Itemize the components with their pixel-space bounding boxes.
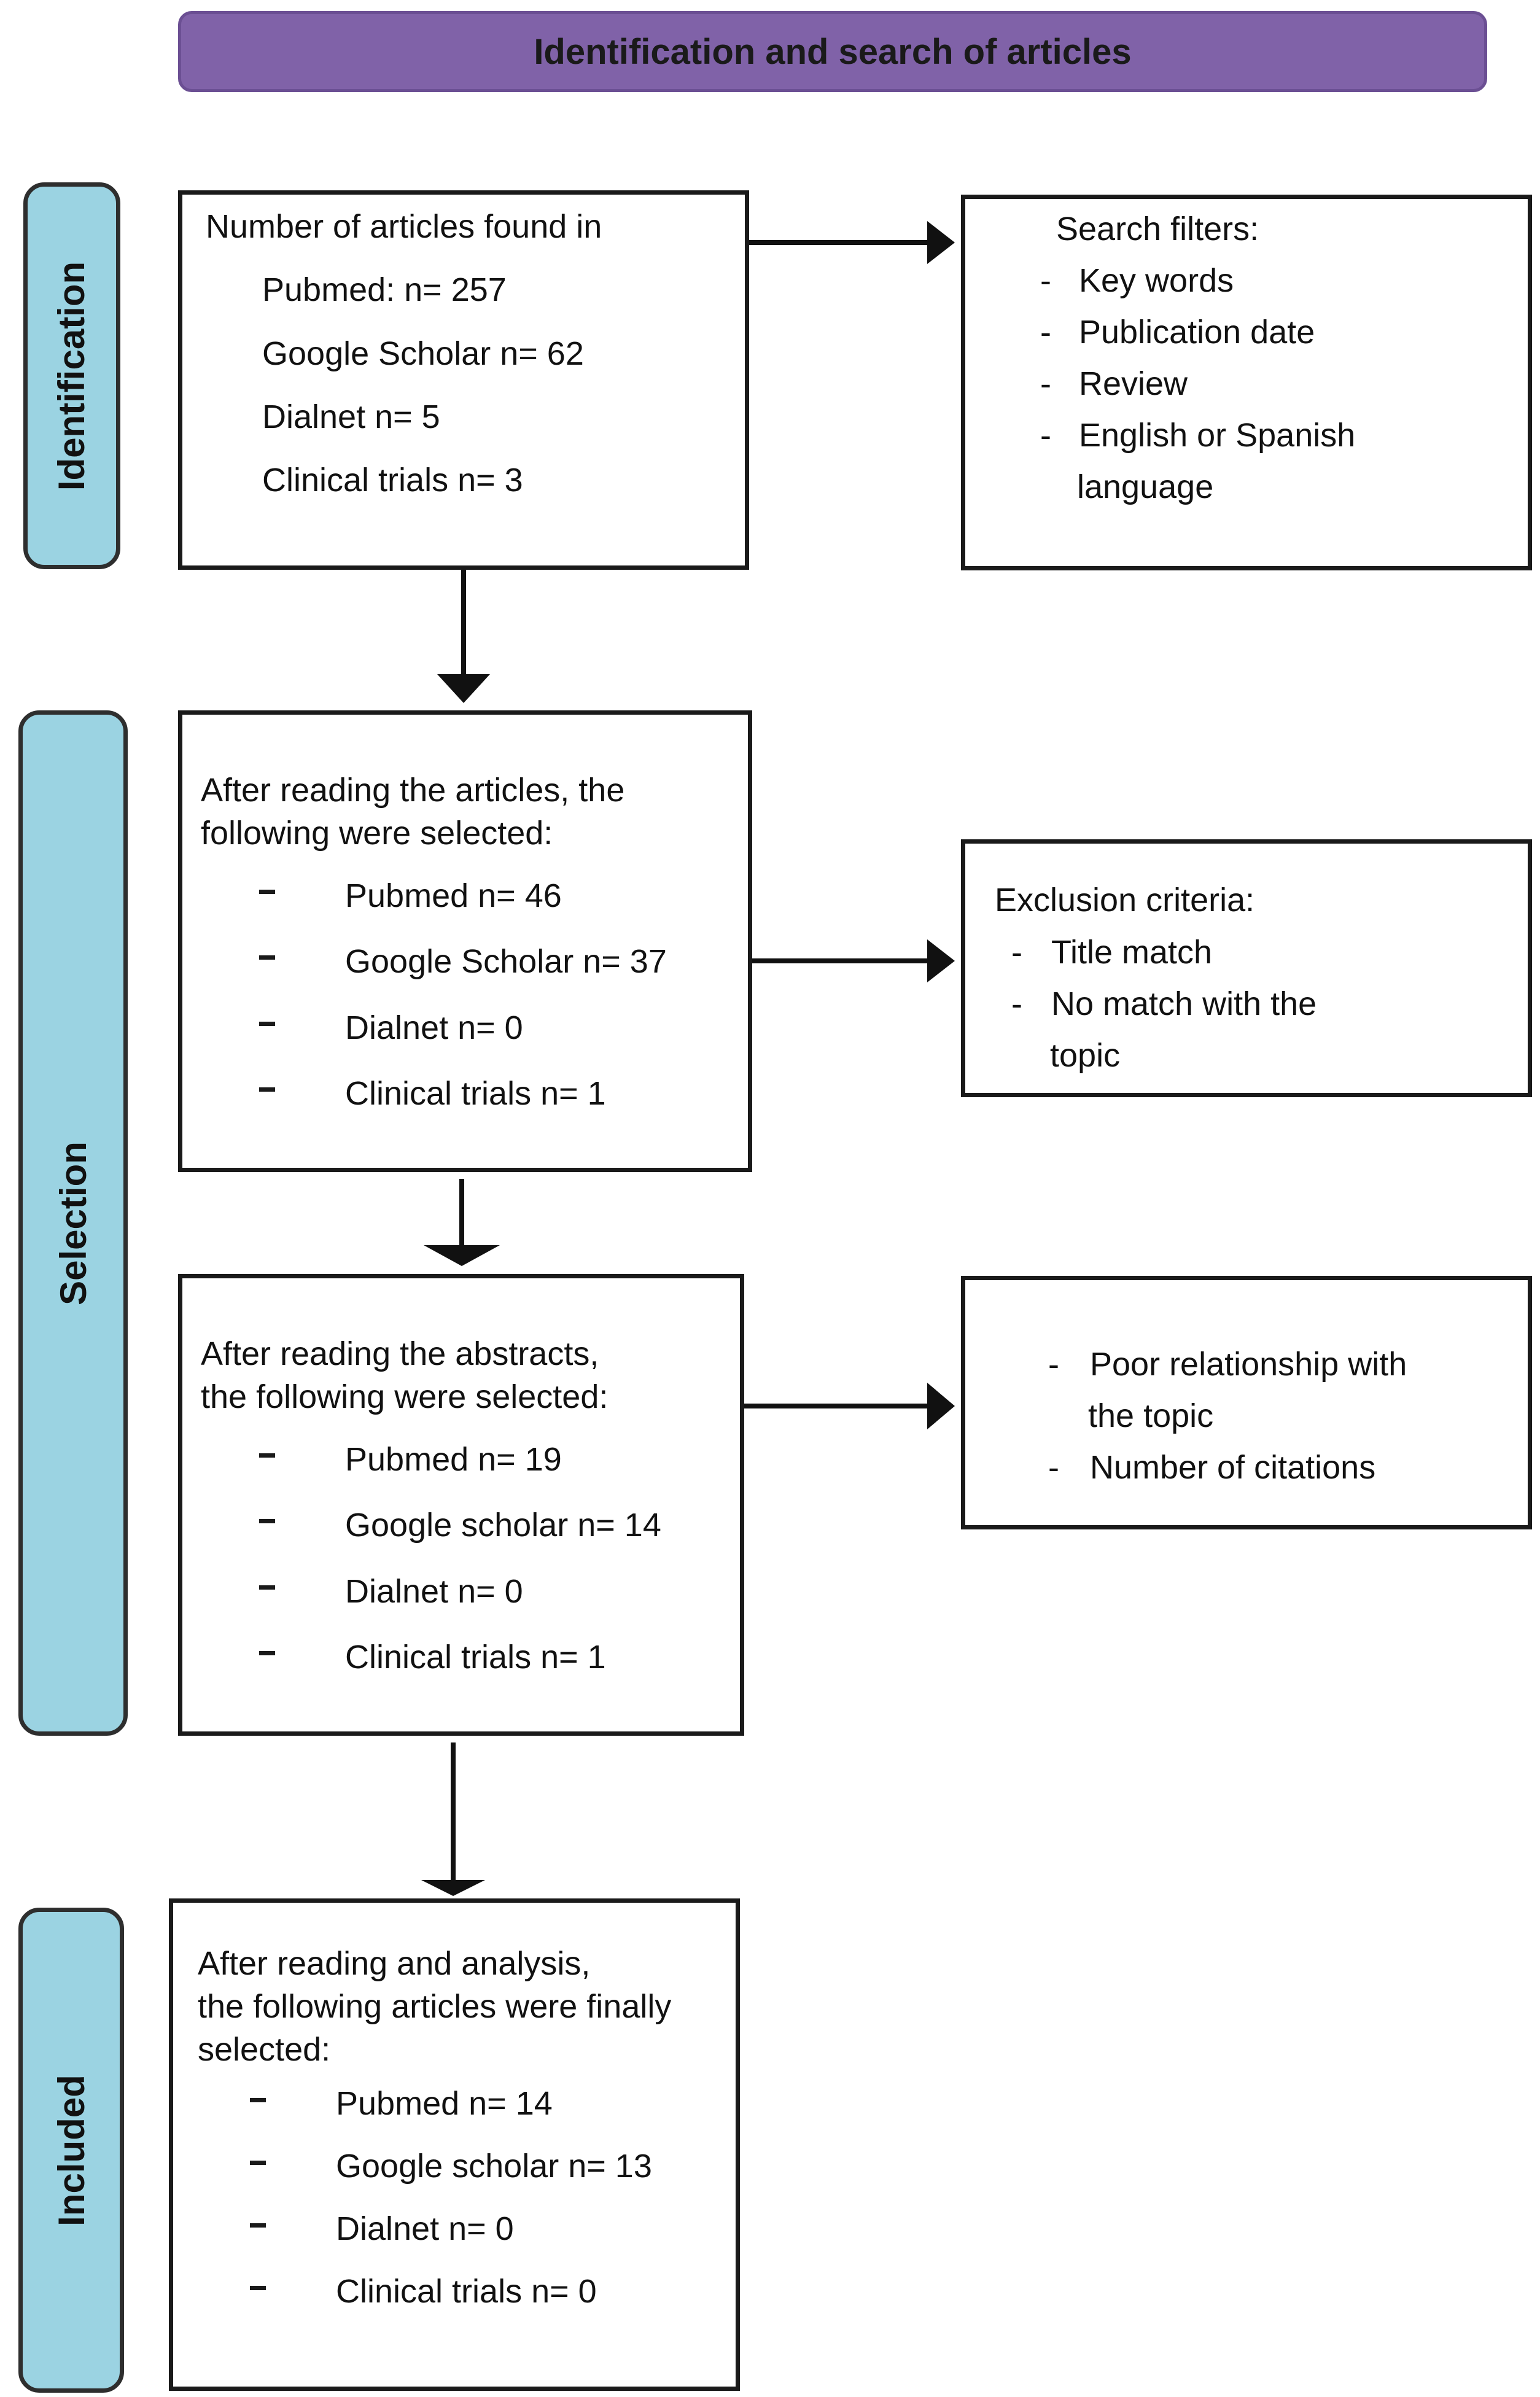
list-item: Key words [1079, 262, 1234, 299]
bullet-dash: - [1040, 262, 1051, 299]
list-item: English or Spanish [1079, 417, 1356, 454]
list-item: Google Scholar n= 37 [345, 943, 667, 980]
list-item: Clinical trials n= 1 [345, 1075, 606, 1112]
list-item: Clinical trials n= 3 [262, 462, 523, 499]
search-filters-box: Search filters: - Key words - Publicatio… [961, 195, 1532, 570]
list-item: Review [1079, 365, 1188, 402]
bullet-dash: - [1040, 417, 1051, 454]
list-item: Title match [1051, 934, 1213, 971]
box-text-line: the following were selected: [201, 1378, 609, 1415]
list-item: Pubmed n= 19 [345, 1441, 562, 1478]
abstracts-selected-box: After reading the abstracts, the followi… [178, 1274, 744, 1736]
list-item: Google Scholar n= 62 [262, 335, 584, 372]
articles-selected-box: After reading the articles, the followin… [178, 710, 752, 1172]
bullet-dash [259, 1453, 275, 1458]
bullet-dash [259, 1087, 275, 1092]
box-text-line: the following articles were finally [198, 1988, 672, 2025]
arrowhead [421, 1880, 485, 1896]
box-text-line: After reading and analysis, [198, 1945, 591, 1982]
list-item: Poor relationship with [1090, 1346, 1407, 1383]
exclusion-reasons-box: - Poor relationship with the topic - Num… [961, 1276, 1532, 1529]
articles-found-box: Number of articles found in Pubmed: n= 2… [178, 190, 749, 570]
list-item: Dialnet n= 0 [345, 1573, 523, 1610]
list-item: topic [1050, 1037, 1121, 1074]
arrowhead [424, 1245, 500, 1266]
list-item: Publication date [1079, 314, 1315, 351]
search-filters-heading: Search filters: [1056, 211, 1259, 247]
box-text-line: After reading the abstracts, [201, 1335, 599, 1372]
arrowhead [927, 939, 955, 982]
list-item: Clinical trials n= 1 [345, 1639, 606, 1676]
bullet-dash: - [1011, 934, 1022, 971]
list-item: Dialnet n= 5 [262, 398, 440, 435]
list-item: Google scholar n= 14 [345, 1507, 661, 1544]
articles-found-heading: Number of articles found in [206, 208, 602, 245]
bullet-dash [250, 2223, 266, 2228]
bullet-dash: - [1040, 365, 1051, 402]
arrowhead [927, 221, 955, 264]
bullet-dash: - [1040, 314, 1051, 351]
bullet-dash: - [1048, 1449, 1059, 1486]
list-item: Pubmed: n= 257 [262, 271, 507, 308]
bullet-dash: - [1011, 985, 1022, 1022]
bullet-dash [250, 2161, 266, 2165]
list-item: Dialnet n= 0 [345, 1009, 523, 1046]
bullet-dash [259, 955, 275, 960]
bullet-dash [259, 890, 275, 894]
exclusion-criteria-heading: Exclusion criteria: [995, 882, 1255, 919]
arrowhead [437, 674, 490, 703]
list-item: Google scholar n= 13 [336, 2148, 652, 2185]
stage-included: Included [18, 1908, 124, 2393]
final-selection-box: After reading and analysis, the followin… [169, 1898, 740, 2391]
box-text-line: following were selected: [201, 815, 553, 852]
stage-selection: Selection [18, 710, 128, 1736]
list-item: Pubmed n= 46 [345, 877, 562, 914]
stage-identification: Identification [23, 182, 120, 569]
bullet-dash [259, 1585, 275, 1590]
box-text-line: After reading the articles, the [201, 772, 625, 809]
list-item: Clinical trials n= 0 [336, 2273, 597, 2310]
bullet-dash [259, 1519, 275, 1523]
bullet-dash [259, 1022, 275, 1026]
bullet-dash: - [1048, 1346, 1059, 1383]
list-item: language [1077, 468, 1214, 505]
box-text-line: selected: [198, 2031, 331, 2068]
diagram-title: Identification and search of articles [178, 11, 1487, 92]
list-item: Number of citations [1090, 1449, 1376, 1486]
exclusion-criteria-box: Exclusion criteria: - Title match - No m… [961, 839, 1532, 1097]
bullet-dash [250, 2286, 266, 2290]
list-item: Dialnet n= 0 [336, 2210, 514, 2247]
arrowhead [927, 1383, 955, 1429]
list-item: Pubmed n= 14 [336, 2085, 553, 2122]
bullet-dash [259, 1651, 275, 1655]
list-item: No match with the [1051, 985, 1317, 1022]
bullet-dash [250, 2098, 266, 2102]
list-item: the topic [1088, 1397, 1214, 1434]
